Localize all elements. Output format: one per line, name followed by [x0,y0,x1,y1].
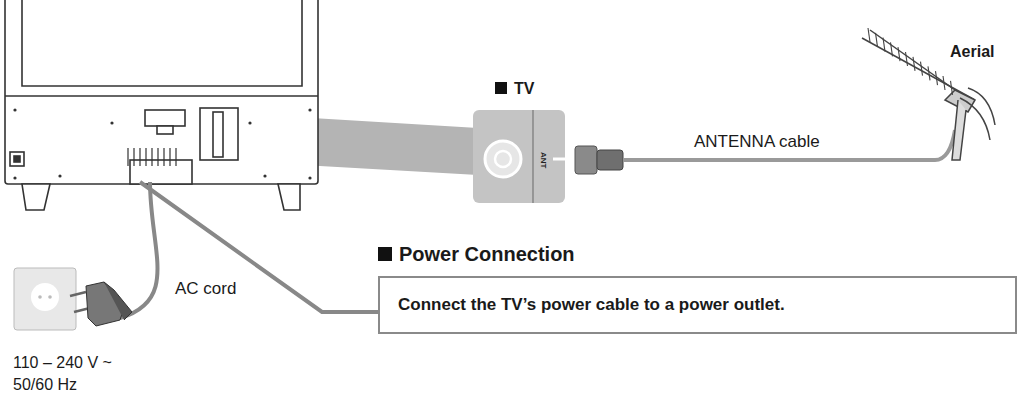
power-plug [70,282,132,326]
power-connection-box: Power ConnectionConnect the TV’s power c… [378,243,1017,334]
antenna-cable [623,130,955,160]
instruction-text: Connect the TV’s power cable to a power … [398,295,997,315]
heading-bullet [495,82,507,94]
section-heading: Power Connection [399,243,575,265]
inset-panel [473,110,565,203]
screw-holes [13,108,311,179]
antenna-plug [575,146,597,174]
cable-label: ANTENNA cable [694,131,820,154]
heading-row: Power Connection [378,243,1017,266]
wall-socket [14,268,76,330]
leader-line [140,182,378,312]
tv-back [5,0,318,210]
aerial-label: Aerial [950,41,994,63]
plug-pin [553,158,575,161]
aerial [862,30,995,160]
power-rating: 110 – 240 V ~ 50/60 Hz [13,352,125,395]
instruction-box: Connect the TV’s power cable to a power … [378,276,1017,334]
vent-slots [128,148,176,166]
cord-label: AC cord [175,278,236,301]
antenna-plug [597,150,623,170]
aerial-elements [868,28,953,95]
socket-face [31,283,59,311]
heading-bullet [378,247,392,261]
ac-cord [120,182,158,318]
section-heading: TV [514,80,534,97]
antenna-jack [495,151,511,167]
inset-divider [532,110,533,203]
antenna-jack [485,141,521,177]
port-label: ANT [537,152,548,168]
heading-row: TV [495,80,575,98]
inset-heading: TV [495,80,575,98]
